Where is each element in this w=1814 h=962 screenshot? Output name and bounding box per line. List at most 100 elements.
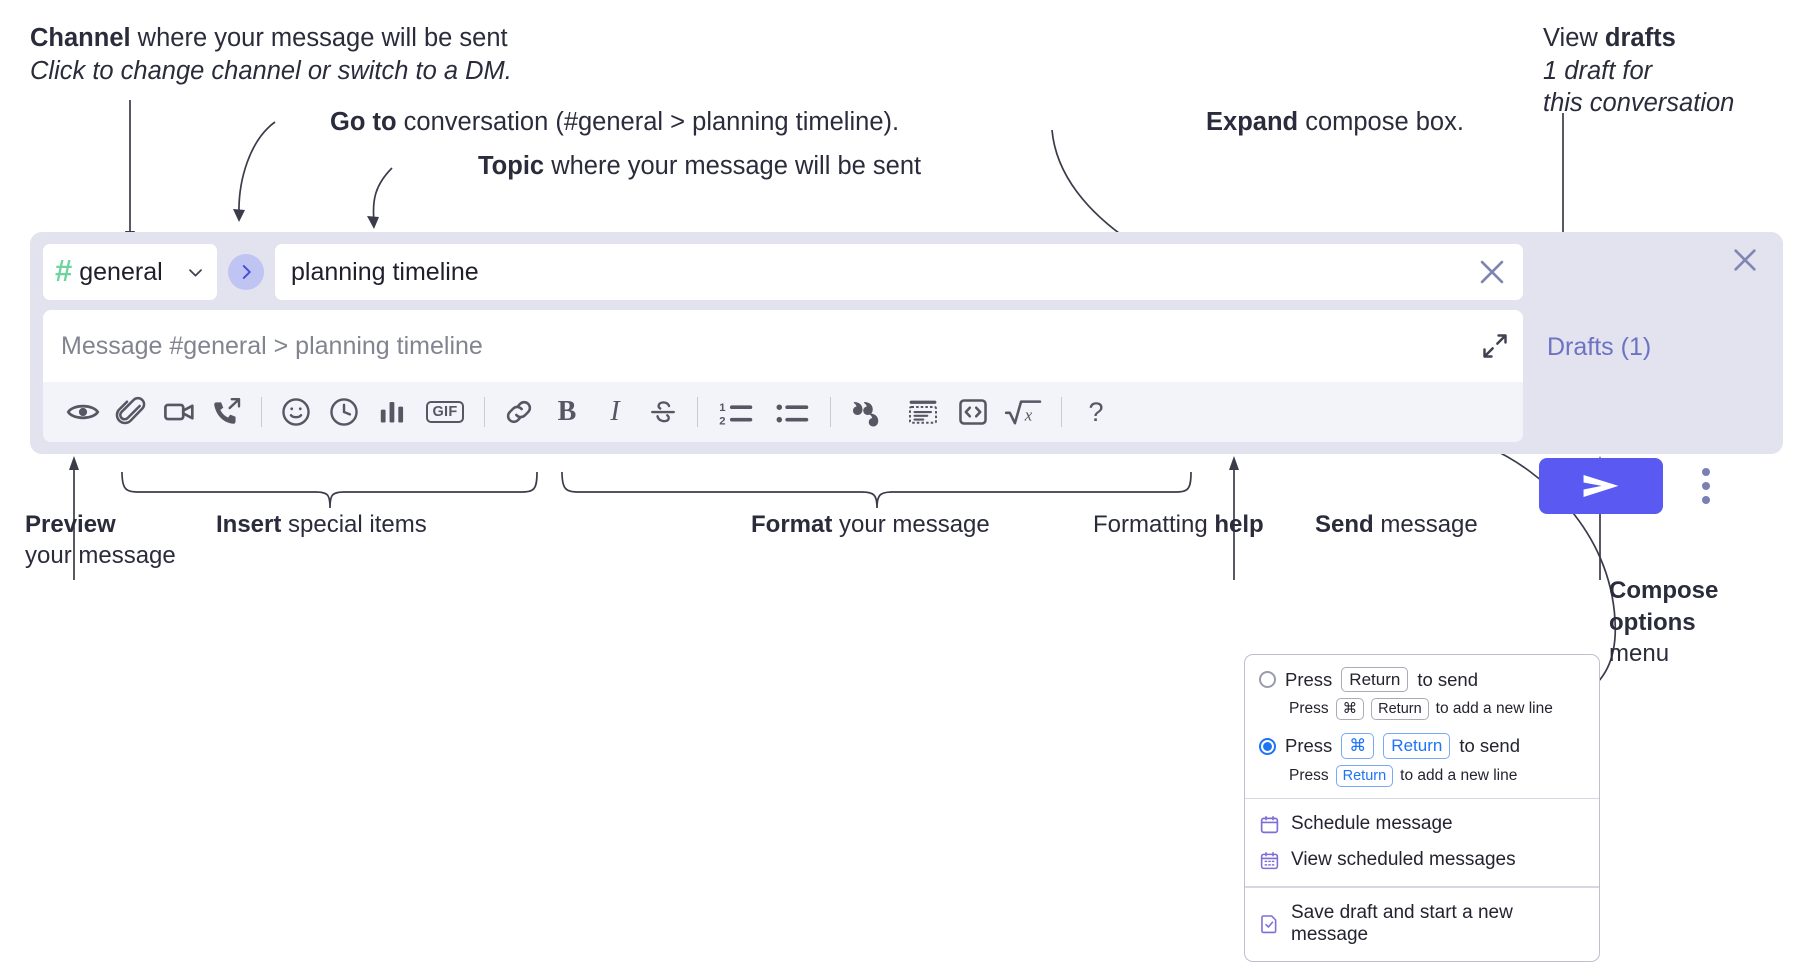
topic-clear-button[interactable] [1475,255,1509,289]
toolbar-divider [261,397,262,427]
toolbar-divider [830,397,831,427]
audio-huddle-icon [211,396,243,428]
annotation-topic-rest: where your message will be sent [544,152,922,180]
menu-item-save-draft[interactable]: Save draft and start a new message [1245,895,1599,953]
annotation-drafts-sub1: 1 draft for [1543,56,1653,85]
annotation-topic-bold: Topic [478,152,545,180]
annotation-expand-bold: Expand [1206,108,1299,136]
send-paper-plane-icon [1579,470,1623,502]
annotation-help: Formatting help [1093,510,1393,541]
annotation-compose-options-l1: Compose [1609,577,1719,604]
compose-options-menu: Press Return to send Press ⌘ Return to a… [1244,654,1600,962]
chevron-right-icon [237,263,255,281]
video-clip-button[interactable] [155,388,203,436]
annotation-preview-bold: Preview [25,511,116,538]
topic-field[interactable]: planning timeline [275,244,1523,300]
svg-text:1: 1 [719,402,725,414]
gif-button[interactable]: GIF [416,388,474,436]
hash-icon: # [55,252,73,288]
compose-options-button[interactable] [1692,462,1720,510]
italic-icon: I [610,396,620,427]
code-block-icon [906,397,940,427]
video-camera-icon [162,395,196,429]
link-button[interactable] [495,388,543,436]
annotation-drafts: View drafts 1 draft for this conversatio… [1543,22,1814,120]
radio-unselected-icon[interactable] [1259,671,1276,689]
svg-text:2: 2 [719,415,725,427]
annotation-help-bold: help [1214,511,1264,538]
close-icon [1475,255,1509,289]
send-option-cmd-return[interactable]: Press ⌘ Return to send [1259,733,1585,759]
expand-compose-button[interactable] [1481,332,1509,360]
preview-button[interactable] [59,388,107,436]
key-return: Return [1341,667,1409,693]
sub-post: to add a new line [1435,700,1553,718]
attachment-paperclip-icon [115,396,147,428]
bulleted-list-icon [774,397,810,427]
formatting-help-button[interactable]: ? [1072,388,1120,436]
sub-post: to add a new line [1400,766,1518,784]
send-shortcut-options: Press Return to send Press ⌘ Return to a… [1245,655,1599,798]
annotation-channel: Channel where your message will be sent … [30,22,670,87]
annotation-goto-rest: conversation (#general > planning timeli… [396,108,900,136]
radio-selected-icon[interactable] [1259,737,1276,755]
annotation-send-rest: message [1373,511,1478,538]
chevron-down-icon [186,263,205,282]
link-icon [503,396,535,428]
annotation-insert-bold: Insert [216,511,282,538]
attach-file-button[interactable] [107,388,155,436]
panel-close-button[interactable] [1729,244,1761,276]
bulleted-list-button[interactable] [764,388,820,436]
inline-code-icon [957,396,989,428]
poll-button[interactable] [368,388,416,436]
annotation-insert-rest: special items [281,511,427,538]
annotation-goto: Go to conversation (#general > planning … [330,106,1030,139]
annotation-compose-options: Compose options menu [1609,575,1814,670]
calendar-schedule-icon [1259,814,1280,835]
annotation-drafts-pre: View [1543,24,1605,52]
ordered-list-icon: 1 2 [718,397,754,427]
annotation-compose-options-l2: options [1609,608,1696,636]
expand-icon [1481,332,1509,360]
send-option-return[interactable]: Press Return to send [1259,667,1585,693]
menu-item-label: Save draft and start a new message [1291,901,1513,945]
gif-icon: GIF [426,400,464,424]
more-vertical-icon [1702,468,1710,504]
annotation-preview-line2: your message [25,541,176,569]
emoji-smiley-icon [280,396,312,428]
menu-divider [1245,797,1599,800]
annotation-drafts-sub2: this conversation [1543,89,1735,118]
channel-name: general [79,257,163,286]
strikethrough-icon [648,397,678,427]
calendar-grid-icon [1259,850,1280,871]
emoji-button[interactable] [272,388,320,436]
italic-button[interactable]: I [591,388,639,436]
reminder-button[interactable] [320,388,368,436]
send-option-return-pre: Press [1285,668,1333,690]
sub-pre: Press [1289,700,1329,718]
menu-draft-group: Save draft and start a new message [1245,888,1599,961]
message-placeholder: Message #general > planning timeline [61,332,483,360]
menu-item-view-scheduled-messages[interactable]: View scheduled messages [1245,842,1599,878]
channel-selector[interactable]: # general [43,244,217,300]
toolbar-divider [1061,397,1062,427]
send-button[interactable] [1539,458,1663,514]
math-button[interactable]: x [997,388,1051,436]
inline-code-button[interactable] [949,388,997,436]
audio-clip-button[interactable] [203,388,251,436]
blockquote-button[interactable] [841,388,897,436]
strikethrough-button[interactable] [639,388,687,436]
svg-text:x: x [1024,406,1033,425]
code-block-button[interactable] [897,388,949,436]
bold-button[interactable]: B [543,388,591,436]
menu-item-schedule-message[interactable]: Schedule message [1245,806,1599,842]
clock-icon [328,396,360,428]
annotation-channel-sub: Click to change channel or switch to a D… [30,56,512,85]
message-input-box[interactable]: Message #general > planning timeline [43,310,1523,442]
annotation-expand: Expand compose box. [1206,106,1626,139]
go-to-conversation-button[interactable] [228,254,264,290]
annotation-format: Format your message [751,510,1181,541]
drafts-link[interactable]: Drafts (1) [1547,333,1652,361]
ordered-list-button[interactable]: 1 2 [708,388,764,436]
